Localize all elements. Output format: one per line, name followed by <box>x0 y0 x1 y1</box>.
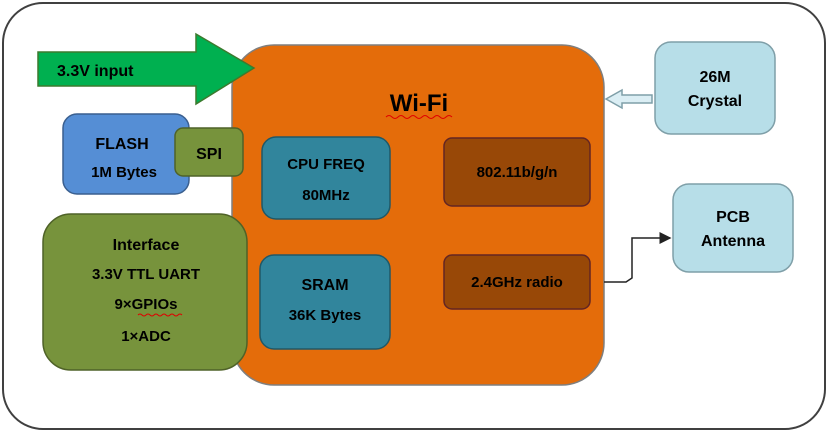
wifi-title: Wi-Fi <box>390 90 448 117</box>
antenna-pcb: PCB <box>716 209 750 226</box>
interface-uart: 3.3V TTL UART <box>92 266 200 283</box>
sram-label: SRAM <box>301 277 348 294</box>
sram-size: 36K Bytes <box>289 307 362 324</box>
cpu-freq: 80MHz <box>302 187 350 204</box>
interface-block: Interface 3.3V TTL UART 9×GPIOs 1×ADC <box>42 213 248 371</box>
spi-block: SPI <box>174 127 244 177</box>
crystal-arrow <box>604 88 653 110</box>
flash-label: FLASH <box>95 136 148 153</box>
crystal-freq: 26M <box>699 69 730 86</box>
wifi-title-underline <box>385 115 453 119</box>
cpu-label: CPU FREQ <box>287 156 365 173</box>
gpios-underline <box>137 313 183 317</box>
radio-block: 2.4GHz radio <box>443 254 591 310</box>
spi-label: SPI <box>196 146 222 163</box>
antenna-label: Antenna <box>701 233 765 250</box>
flash-size: 1M Bytes <box>91 164 157 181</box>
interface-adc: 1×ADC <box>121 328 171 345</box>
cpu-block: CPU FREQ 80MHz <box>261 136 391 220</box>
protocol-block: 802.11b/g/n <box>443 137 591 207</box>
interface-title: Interface <box>113 237 180 254</box>
interface-gpios: 9×GPIOs <box>115 296 178 313</box>
crystal-block: 26M Crystal <box>654 41 776 135</box>
protocol-label: 802.11b/g/n <box>477 164 558 181</box>
flash-block: FLASH 1M Bytes <box>62 113 190 195</box>
antenna-block: PCB Antenna <box>672 183 794 273</box>
radio-label: 2.4GHz radio <box>471 274 563 291</box>
antenna-connector <box>604 232 672 283</box>
power-input-arrow: 3.3V input <box>37 32 256 106</box>
sram-block: SRAM 36K Bytes <box>259 254 391 350</box>
crystal-label: Crystal <box>688 93 742 110</box>
power-input-label: 3.3V input <box>57 63 134 80</box>
